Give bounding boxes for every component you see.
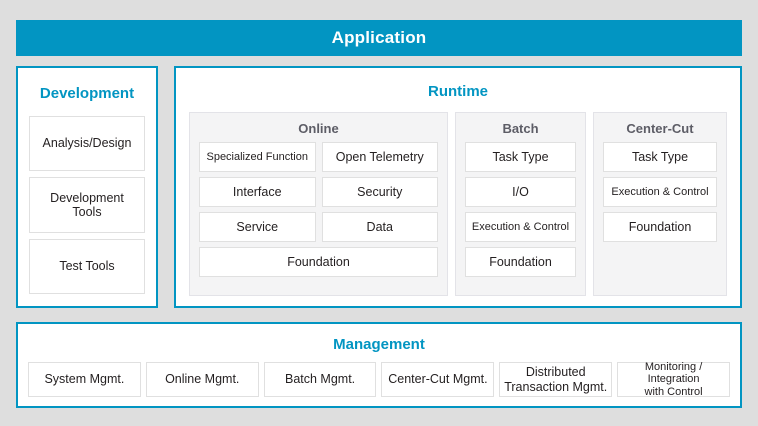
center-cut-item-task-type[interactable]: Task Type	[603, 142, 717, 172]
center-cut-group-title: Center-Cut	[626, 121, 694, 136]
center-cut-row: Task Type	[603, 142, 717, 172]
batch-item-io[interactable]: I/O	[465, 177, 576, 207]
batch-row: Execution & Control	[465, 212, 576, 242]
batch-row: Task Type	[465, 142, 576, 172]
online-item-open-telemetry[interactable]: Open Telemetry	[321, 142, 438, 172]
development-item-development-tools[interactable]: Development Tools	[29, 177, 145, 233]
management-item-monitoring-integration-with-control[interactable]: Monitoring / Integration with Control	[617, 361, 730, 398]
management-panel: Management System Mgmt. Online Mgmt. Bat…	[16, 322, 742, 408]
application-header: Application	[16, 20, 742, 56]
development-item-analysis-design[interactable]: Analysis/Design	[29, 116, 145, 172]
management-item-center-cut-mgmt[interactable]: Center-Cut Mgmt.	[381, 362, 495, 397]
runtime-group-online: Online Specialized Function Open Telemet…	[189, 112, 448, 296]
online-row: Foundation	[199, 247, 438, 277]
management-item-batch-mgmt[interactable]: Batch Mgmt.	[263, 362, 377, 397]
online-group-title: Online	[298, 121, 339, 136]
online-item-foundation[interactable]: Foundation	[199, 247, 438, 277]
batch-row: I/O	[465, 177, 576, 207]
online-item-service[interactable]: Service	[199, 212, 316, 242]
development-items: Analysis/Design Development Tools Test T…	[29, 116, 145, 294]
runtime-panel: Runtime Online Specialized Function Open…	[174, 66, 742, 308]
management-items: System Mgmt. Online Mgmt. Batch Mgmt. Ce…	[28, 361, 730, 398]
online-item-specialized-function[interactable]: Specialized Function	[199, 142, 316, 172]
online-item-security[interactable]: Security	[321, 177, 438, 207]
center-cut-item-foundation[interactable]: Foundation	[603, 212, 717, 242]
online-row: Specialized Function Open Telemetry	[199, 142, 438, 172]
development-title: Development	[39, 85, 135, 102]
online-row: Interface Security	[199, 177, 438, 207]
online-item-data[interactable]: Data	[321, 212, 438, 242]
runtime-group-batch: Batch Task Type I/O Execution & Control …	[455, 112, 586, 296]
management-item-distributed-transaction-mgmt[interactable]: Distributed Transaction Mgmt.	[499, 362, 613, 397]
center-cut-rows: Task Type Execution & Control Foundation	[603, 142, 717, 242]
runtime-title: Runtime	[428, 83, 488, 100]
management-title: Management	[333, 336, 425, 353]
runtime-group-center-cut: Center-Cut Task Type Execution & Control…	[593, 112, 727, 296]
development-panel: Development Analysis/Design Development …	[16, 66, 158, 308]
runtime-groups: Online Specialized Function Open Telemet…	[189, 112, 727, 296]
center-cut-row: Execution & Control	[603, 177, 717, 207]
online-rows: Specialized Function Open Telemetry Inte…	[199, 142, 438, 277]
center-cut-row: Foundation	[603, 212, 717, 242]
batch-row: Foundation	[465, 247, 576, 277]
batch-item-task-type[interactable]: Task Type	[465, 142, 576, 172]
development-item-test-tools[interactable]: Test Tools	[29, 238, 145, 294]
center-cut-item-execution-control[interactable]: Execution & Control	[603, 177, 717, 207]
online-row: Service Data	[199, 212, 438, 242]
batch-group-title: Batch	[502, 121, 539, 136]
batch-item-execution-control[interactable]: Execution & Control	[465, 212, 576, 242]
management-item-online-mgmt[interactable]: Online Mgmt.	[145, 362, 259, 397]
batch-rows: Task Type I/O Execution & Control Founda…	[465, 142, 576, 277]
batch-item-foundation[interactable]: Foundation	[465, 247, 576, 277]
management-item-system-mgmt[interactable]: System Mgmt.	[28, 362, 141, 397]
online-item-interface[interactable]: Interface	[199, 177, 316, 207]
